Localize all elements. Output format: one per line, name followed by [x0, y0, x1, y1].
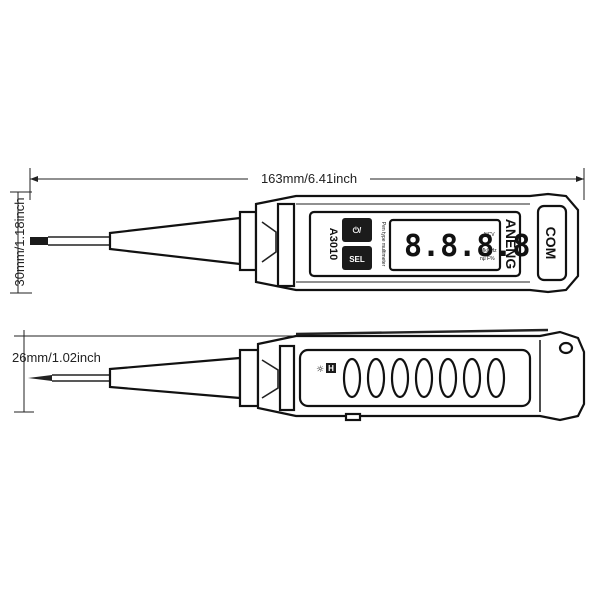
- device-body-top: A3010 ⏻/ SEL Pen type multimeter 8.8.8.8…: [254, 192, 580, 294]
- vent-oval: [390, 357, 410, 399]
- length-dimension: 163mm/6.41inch: [29, 168, 585, 200]
- vent-oval: [414, 357, 434, 399]
- power-button[interactable]: [342, 218, 372, 242]
- probe-tip-side: [28, 348, 260, 408]
- hold-label: H: [328, 364, 334, 373]
- vent-oval: [486, 357, 506, 399]
- vent-oval: [438, 357, 458, 399]
- vent-oval: [366, 357, 386, 399]
- unit-label: nμ F%: [480, 256, 495, 262]
- thickness-label: 26mm/1.02inch: [12, 350, 101, 365]
- vent-oval: [342, 357, 362, 399]
- lanyard-hole: [558, 341, 574, 355]
- ncv-label: NCV: [484, 232, 495, 238]
- power-icon: ⏻/: [353, 226, 362, 235]
- width-dimension: 30mm/1.18inch: [10, 191, 32, 294]
- length-label: 163mm/6.41inch: [261, 171, 357, 186]
- probe-tip-top: [30, 210, 258, 272]
- thickness-dimension: 26mm/1.02inch: [12, 330, 300, 413]
- side-vents: [342, 357, 506, 399]
- sun-icon: ☼: [316, 365, 324, 375]
- subtitle-label: Pen type multimeter: [380, 222, 386, 267]
- sel-button-label: SEL: [349, 255, 365, 264]
- vent-oval: [462, 357, 482, 399]
- sel-button[interactable]: [342, 246, 372, 270]
- hold-button[interactable]: [326, 363, 336, 373]
- lcd-digits: 8.8.8.8: [404, 229, 530, 264]
- lcd-display: [388, 218, 502, 272]
- width-label: 30mm/1.18inch: [12, 198, 27, 287]
- brand-label: ANENG: [503, 219, 519, 270]
- device-body-side: ☼ H: [256, 328, 586, 422]
- com-label: COM: [543, 227, 559, 260]
- grip-ribs-top: [296, 203, 530, 283]
- freq-label: MkGHz: [480, 248, 497, 254]
- model-label: A3010: [327, 228, 339, 260]
